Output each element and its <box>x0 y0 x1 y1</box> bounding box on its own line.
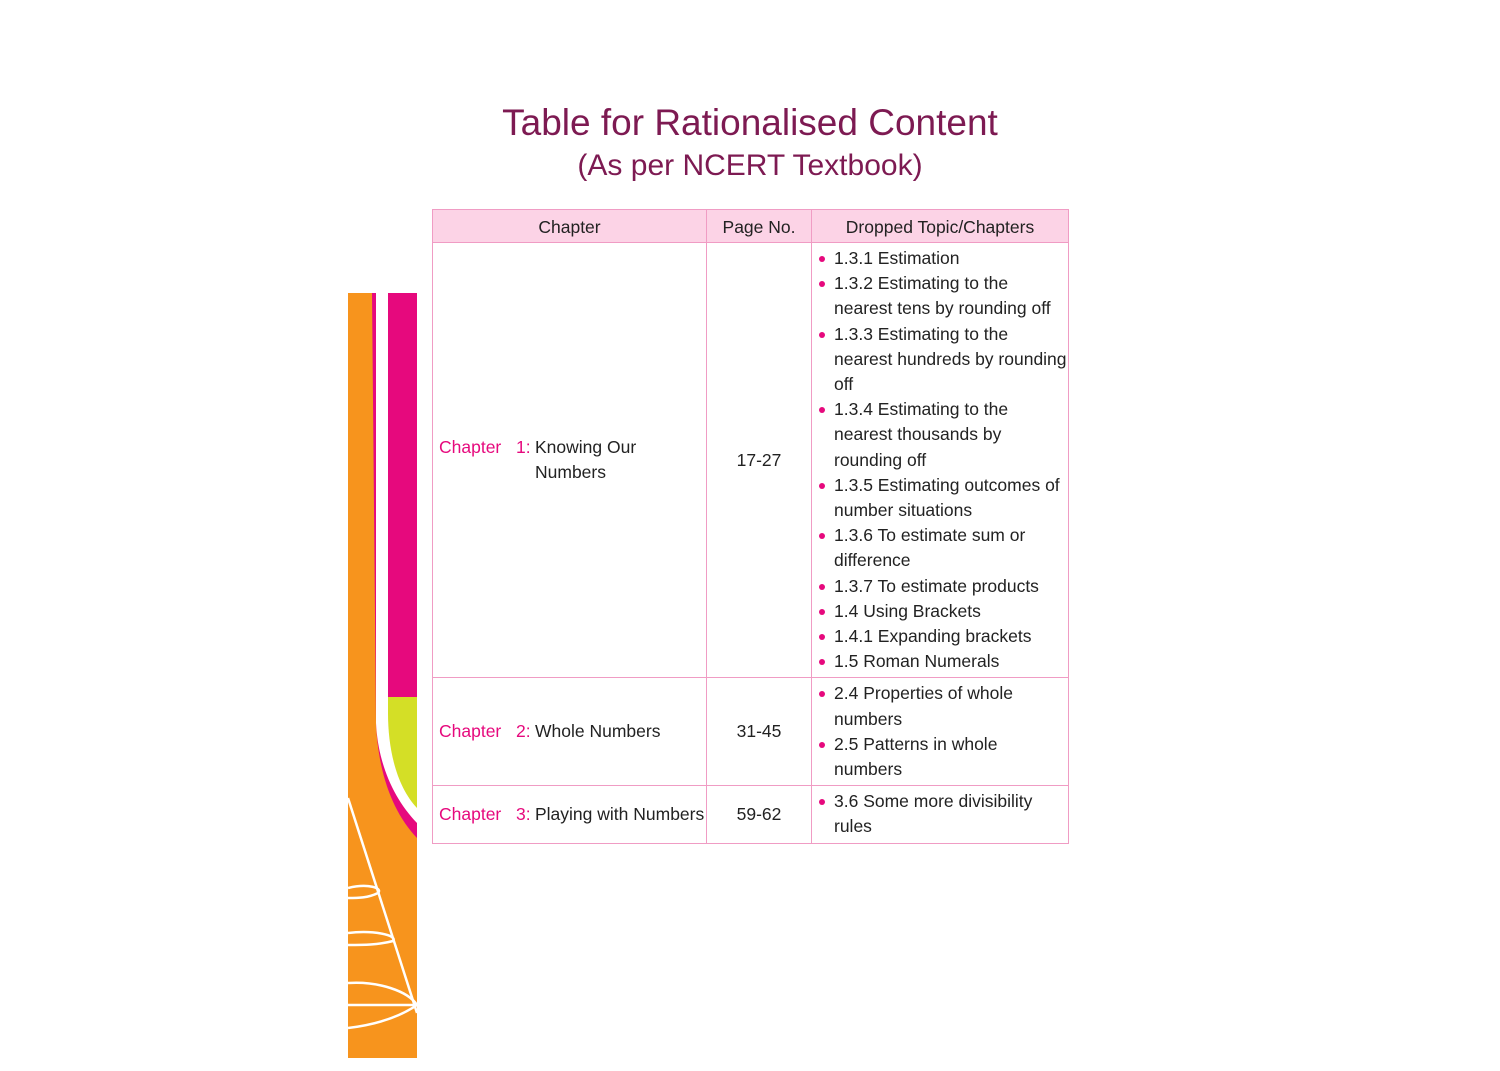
chapter-number: 1: <box>516 437 531 458</box>
dropped-topic-item: 1.3.3 Estimating to the nearest hundreds… <box>818 322 1068 398</box>
dropped-topic-item: 2.4 Properties of whole numbers <box>818 681 1068 731</box>
chapter-label: Chapter <box>439 803 502 824</box>
header-dropped-topics: Dropped Topic/Chapters <box>811 209 1069 243</box>
header-chapter: Chapter <box>432 209 707 243</box>
header-page-no: Page No. <box>706 209 812 243</box>
dropped-topic-item: 1.3.6 To estimate sum or difference <box>818 523 1068 573</box>
decorative-stripe <box>348 293 418 1058</box>
table-header-row: Chapter Page No. Dropped Topic/Chapters <box>432 209 1069 243</box>
dropped-topic-item: 1.3.2 Estimating to the nearest tens by … <box>818 271 1068 321</box>
page-no-cell: 31-45 <box>706 677 812 787</box>
chapter-label: Chapter <box>439 437 502 458</box>
chapter-number: 3: <box>516 803 531 824</box>
chapter-cell: Chapter 3: Playing with Numbers <box>432 785 707 844</box>
chapter-name: Playing with Numbers <box>535 803 705 824</box>
dropped-topic-item: 1.5 Roman Numerals <box>818 649 1068 674</box>
chapter-name: Knowing Our Numbers <box>535 437 637 483</box>
dropped-topic-item: 1.3.5 Estimating outcomes of number situ… <box>818 473 1068 523</box>
chapter-label: Chapter <box>439 721 502 742</box>
dropped-topic-item: 1.3.7 To estimate products <box>818 574 1068 599</box>
table-row: Chapter 3: Playing with Numbers 59-62 3.… <box>432 785 1069 844</box>
chapter-number: 2: <box>516 721 531 742</box>
dropped-topics-list: 3.6 Some more divisibility rules <box>812 786 1068 842</box>
page-title: Table for Rationalised Content <box>502 102 998 143</box>
table-row: Chapter 2: Whole Numbers 31-45 2.4 Prope… <box>432 677 1069 787</box>
dropped-topic-item: 1.4 Using Brackets <box>818 599 1068 624</box>
chapter-cell: Chapter 1: Knowing Our Numbers <box>432 241 707 679</box>
rationalised-content-table: Chapter Page No. Dropped Topic/Chapters … <box>432 209 1069 844</box>
dropped-topic-item: 2.5 Patterns in whole numbers <box>818 732 1068 782</box>
dropped-topic-item: 1.4.1 Expanding brackets <box>818 624 1068 649</box>
page-no-cell: 17-27 <box>706 241 812 679</box>
page-no-cell: 59-62 <box>706 785 812 844</box>
dropped-topic-item: 1.3.4 Estimating to the nearest thousand… <box>818 397 1068 473</box>
chapter-name: Whole Numbers <box>535 721 661 742</box>
dropped-topic-item: 3.6 Some more divisibility rules <box>818 789 1068 839</box>
dropped-topic-item: 1.3.1 Estimation <box>818 246 1068 271</box>
table-row: Chapter 1: Knowing Our Numbers 17-27 1.3… <box>432 241 1069 679</box>
page-subtitle: (As per NCERT Textbook) <box>577 149 923 182</box>
chapter-cell: Chapter 2: Whole Numbers <box>432 677 707 787</box>
dropped-topics-cell: 3.6 Some more divisibility rules <box>811 785 1069 844</box>
